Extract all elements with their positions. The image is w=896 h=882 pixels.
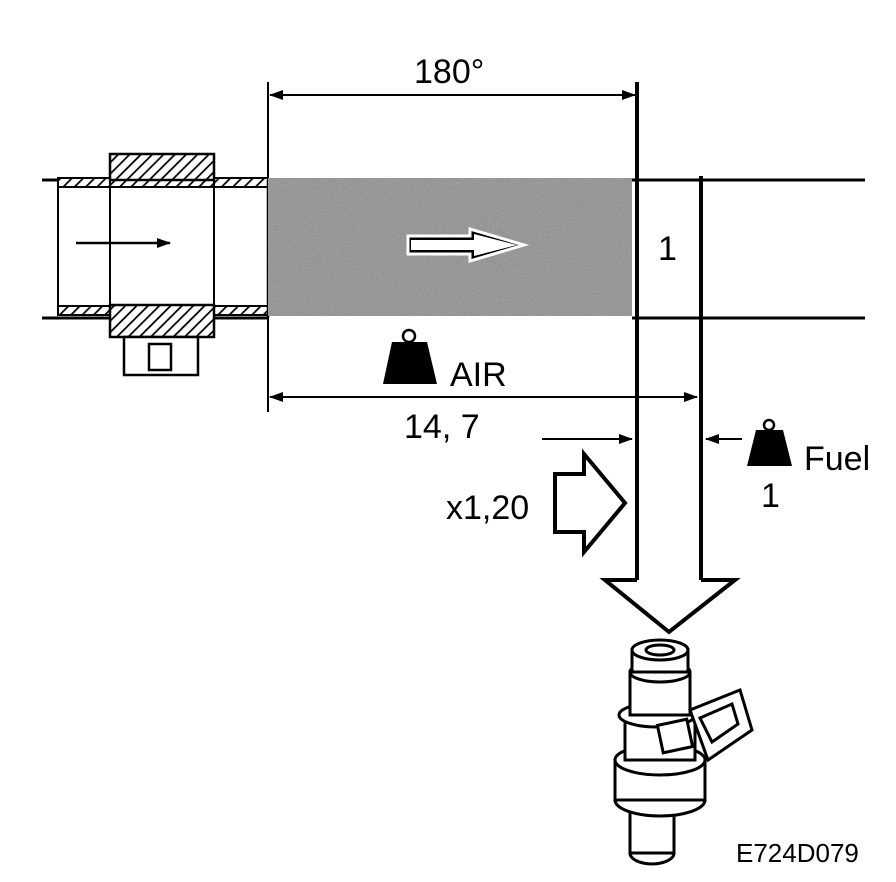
figure-code-label: E724D079	[736, 838, 859, 868]
fuel-ratio-label: 1	[761, 477, 780, 515]
air-weight-icon	[383, 328, 437, 384]
section-number-label: 1	[658, 230, 677, 268]
correction-factor-arrow	[553, 448, 628, 558]
air-charge-block	[268, 178, 632, 316]
mixture-down-arrow	[599, 82, 741, 635]
fuel-label: Fuel	[804, 440, 871, 478]
angle-label: 180°	[414, 53, 485, 91]
air-flow-arrow	[411, 234, 517, 256]
air-ratio-label: 14, 7	[404, 408, 480, 446]
multiplier-label: x1,20	[446, 489, 530, 527]
fuel-weight-icon	[747, 418, 792, 466]
air-label: AIR	[450, 356, 507, 394]
fuel-injector-icon	[613, 638, 754, 866]
air-mass-sensor	[108, 152, 216, 377]
